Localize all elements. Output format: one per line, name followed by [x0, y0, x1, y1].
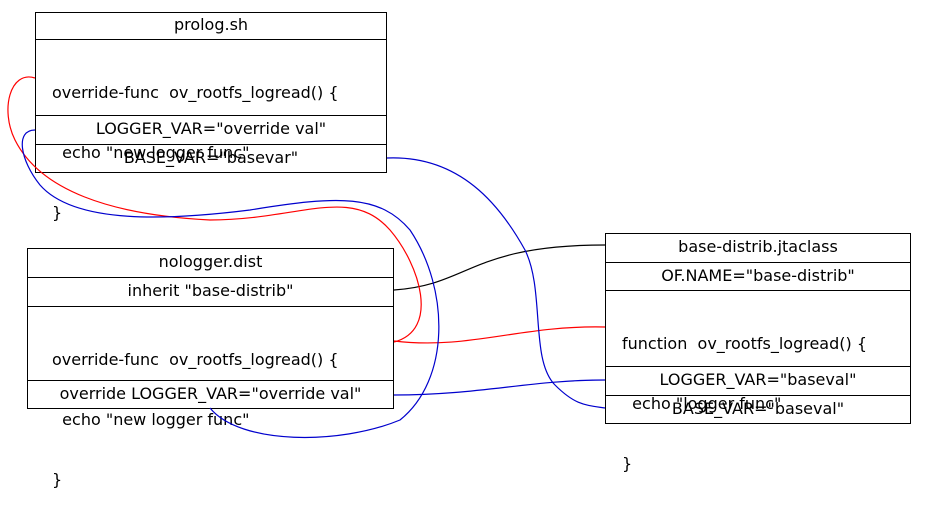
node-nologger-func: override-func ov_rootfs_logread() { echo… — [28, 306, 393, 489]
func-line: echo "logger func" — [622, 394, 782, 413]
node-prolog-logger-var: LOGGER_VAR="override val" — [36, 115, 386, 144]
func-line: override-func ov_rootfs_logread() { — [52, 350, 339, 369]
node-base-of-name: OF.NAME="base-distrib" — [606, 262, 910, 290]
func-line: } — [52, 470, 63, 489]
node-nologger-dist: nologger.dist inherit "base-distrib" ove… — [27, 248, 394, 489]
node-base-func: function ov_rootfs_logread() { echo "log… — [606, 290, 910, 473]
func-line: function ov_rootfs_logread() { — [622, 334, 868, 353]
edge-inherit — [393, 244, 606, 291]
node-base-distrib: base-distrib.jtaclass OF.NAME="base-dist… — [605, 233, 911, 473]
node-nologger-inherit: inherit "base-distrib" — [28, 277, 393, 306]
node-prolog-sh: prolog.sh override-func ov_rootfs_logrea… — [35, 12, 387, 222]
node-base-base-var: BASE_VAR="baseval" — [606, 395, 910, 423]
node-base-logger-var: LOGGER_VAR="baseval" — [606, 366, 910, 395]
node-prolog-func: override-func ov_rootfs_logread() { echo… — [36, 39, 386, 222]
func-line: } — [622, 454, 633, 473]
func-line: echo "new logger func" — [52, 410, 250, 429]
func-line: } — [52, 203, 63, 222]
node-base-title: base-distrib.jtaclass — [678, 237, 838, 256]
node-prolog-title: prolog.sh — [173, 15, 249, 34]
edge-func-override — [393, 326, 606, 344]
node-nologger-title: nologger.dist — [158, 252, 263, 271]
edge-prolog-base-var — [386, 157, 606, 409]
node-nologger-logger-var: override LOGGER_VAR="override val" — [28, 380, 393, 408]
edge-nologger-logger-var — [393, 379, 606, 396]
func-line: override-func ov_rootfs_logread() { — [52, 83, 339, 102]
